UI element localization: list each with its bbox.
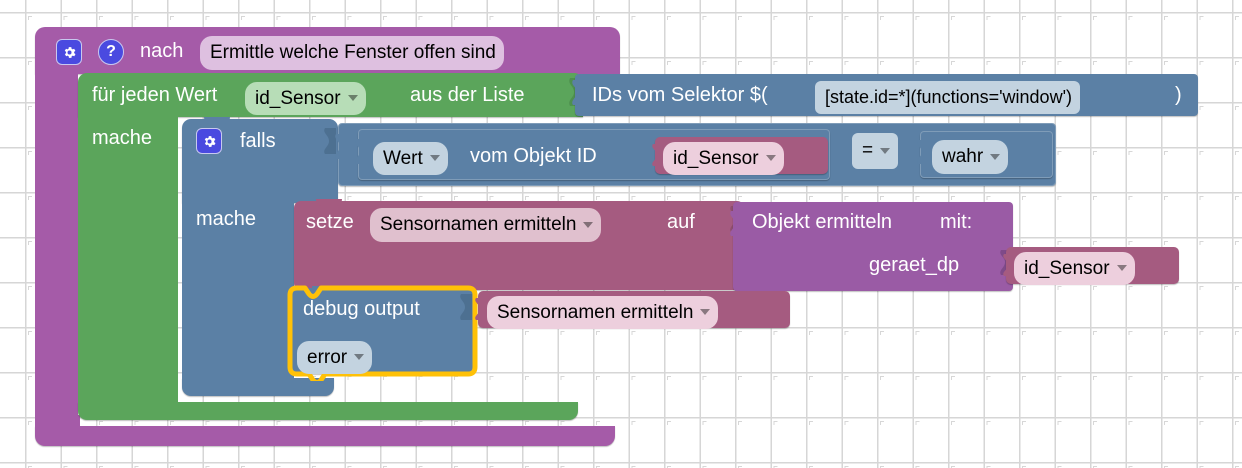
help-icon-glyph: ? bbox=[106, 43, 116, 60]
get-object-param-variable-text: id_Sensor bbox=[1024, 257, 1110, 279]
get-object-param-variable-field[interactable]: id_Sensor bbox=[1014, 252, 1135, 285]
object-id-variable-text: id_Sensor bbox=[673, 147, 759, 169]
get-object-label: Objekt ermitteln bbox=[752, 211, 893, 233]
if-label: falls bbox=[240, 130, 276, 152]
chevron-down-icon bbox=[429, 155, 440, 161]
debug-message-variable-field[interactable]: Sensornamen ermitteln bbox=[487, 296, 719, 329]
schedule-field[interactable]: Ermittle welche Fenster offen sind bbox=[200, 36, 504, 70]
value-attribute-field[interactable]: Wert bbox=[373, 142, 448, 175]
if-block-top-notch bbox=[204, 117, 230, 124]
selector-label: IDs vom Selektor $( bbox=[592, 84, 768, 106]
set-variable-label-to: auf bbox=[667, 211, 695, 233]
schedule-field-text: Ermittle welche Fenster offen sind bbox=[210, 42, 496, 63]
gear-icon[interactable] bbox=[56, 39, 82, 65]
chevron-down-icon bbox=[990, 153, 1001, 160]
foreach-variable-field[interactable]: id_Sensor bbox=[245, 82, 366, 115]
get-object-param-label: geraet_dp bbox=[869, 254, 960, 276]
compare-operator-text: = bbox=[862, 140, 874, 161]
debug-output-label: debug output bbox=[303, 298, 420, 320]
set-variable-name-field[interactable]: Sensornamen ermitteln bbox=[370, 208, 602, 242]
selector-value-text: [state.id=*](functions='window') bbox=[825, 87, 1072, 107]
trigger-block-footer bbox=[35, 426, 615, 446]
get-object-param-variable-plug bbox=[1003, 254, 1011, 276]
boolean-value-field[interactable]: wahr bbox=[932, 140, 1009, 174]
if-gear-icon[interactable] bbox=[196, 128, 222, 154]
chevron-down-icon bbox=[347, 95, 358, 101]
foreach-variable-text: id_Sensor bbox=[255, 87, 341, 109]
selector-block-plug bbox=[572, 80, 580, 105]
get-object-block-plug bbox=[730, 211, 738, 236]
foreach-label-prefix: für jeden Wert bbox=[92, 84, 218, 106]
debug-message-variable-plug bbox=[475, 298, 483, 320]
compare-block-plug bbox=[335, 134, 343, 159]
chevron-down-icon bbox=[583, 221, 594, 228]
debug-message-variable-text: Sensornamen ermitteln bbox=[497, 301, 694, 323]
foreach-block-footer bbox=[78, 402, 578, 420]
chevron-down-icon bbox=[354, 354, 365, 360]
boolean-block-plug bbox=[917, 140, 925, 164]
chevron-down-icon bbox=[700, 309, 711, 315]
object-id-variable-field[interactable]: id_Sensor bbox=[663, 142, 784, 175]
if-block-footer bbox=[182, 378, 334, 396]
debug-output-selection-outline bbox=[287, 285, 478, 381]
if-block-spine bbox=[182, 198, 294, 384]
trigger-label: nach bbox=[140, 40, 184, 62]
debug-output-severity-text: error bbox=[307, 346, 348, 368]
foreach-label-do: mache bbox=[92, 127, 153, 149]
chevron-down-icon bbox=[880, 147, 891, 154]
object-id-variable-plug bbox=[652, 144, 660, 166]
get-value-block-plug bbox=[355, 139, 363, 164]
selector-label-close: ) bbox=[1175, 84, 1182, 106]
chevron-down-icon bbox=[765, 155, 776, 161]
foreach-label-mid: aus der Liste bbox=[410, 84, 525, 106]
debug-output-severity-field[interactable]: error bbox=[297, 341, 373, 374]
set-variable-label: setze bbox=[306, 211, 354, 233]
debug-output-message-socket bbox=[460, 294, 472, 320]
set-variable-name-text: Sensornamen ermitteln bbox=[380, 214, 577, 235]
boolean-value-text: wahr bbox=[942, 146, 984, 167]
selector-value-field[interactable]: [state.id=*](functions='window') bbox=[815, 81, 1080, 114]
get-object-block[interactable] bbox=[733, 202, 1013, 291]
if-condition-socket bbox=[324, 128, 336, 154]
trigger-block-footer-fill bbox=[35, 415, 80, 435]
value-attribute-text: Wert bbox=[383, 147, 423, 169]
if-label-do: mache bbox=[196, 208, 257, 230]
compare-operator-field[interactable]: = bbox=[852, 133, 899, 169]
chevron-down-icon bbox=[1116, 265, 1127, 271]
set-variable-top-notch bbox=[316, 199, 342, 206]
help-icon[interactable]: ? bbox=[98, 39, 124, 65]
trigger-block-spine bbox=[35, 70, 78, 430]
get-value-label: vom Objekt ID bbox=[470, 145, 597, 167]
get-object-label-with: mit: bbox=[940, 211, 973, 233]
foreach-block-spine bbox=[78, 113, 178, 406]
